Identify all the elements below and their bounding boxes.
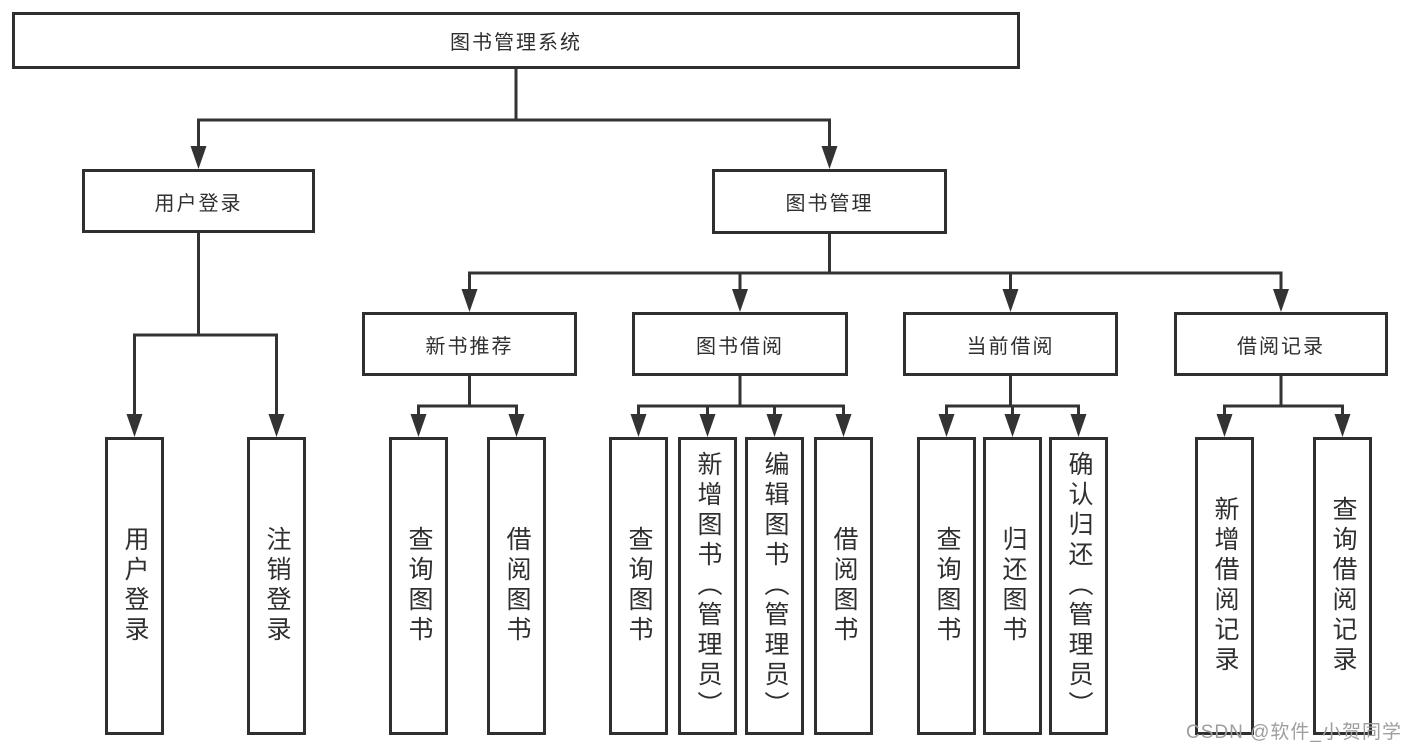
leaf-records-add-borrow-record: 新增借阅记录	[1195, 437, 1254, 735]
leaf-user-login: 用户登录	[105, 437, 164, 735]
node-label: 用户登录	[154, 192, 243, 215]
leaf-label: 查询图书	[625, 526, 653, 646]
leaf-label: 用户登录	[121, 526, 149, 646]
connector-paths	[133, 67, 1344, 420]
node-label: 新书推荐	[425, 335, 514, 358]
leaf-label: 归还图书	[999, 526, 1027, 646]
node-label: 借阅记录	[1237, 335, 1325, 358]
node-label: 图书管理系统	[450, 32, 582, 54]
leaf-records-query-borrow-record: 查询借阅记录	[1313, 437, 1372, 735]
node-current-borrowing: 当前借阅	[903, 312, 1118, 376]
leaf-label: 新增借阅记录	[1211, 496, 1239, 676]
node-label: 当前借阅	[966, 335, 1055, 358]
node-book-management: 图书管理	[712, 169, 947, 234]
leaf-recommend-borrow-books: 借阅图书	[487, 437, 546, 735]
leaf-borrowing-borrow-books: 借阅图书	[814, 437, 873, 735]
leaf-current-confirm-return-admin: 确认归还（管理员）	[1049, 437, 1108, 735]
leaf-recommend-query-books: 查询图书	[389, 437, 448, 735]
watermark: CSDN @软件_小贺同学	[1186, 722, 1402, 743]
leaf-label: 查询借阅记录	[1329, 496, 1357, 676]
leaf-label: 注销登录	[263, 526, 291, 646]
node-book-borrowing: 图书借阅	[632, 312, 848, 376]
node-new-book-recommendation: 新书推荐	[362, 312, 577, 376]
leaf-label: 查询图书	[405, 526, 433, 646]
leaf-label: 借阅图书	[830, 526, 858, 646]
leaf-current-return-books: 归还图书	[983, 437, 1042, 735]
node-borrowing-records: 借阅记录	[1174, 312, 1388, 376]
leaf-borrowing-query-books: 查询图书	[609, 437, 668, 735]
node-root: 图书管理系统	[12, 12, 1020, 69]
leaf-current-query-books: 查询图书	[917, 437, 976, 735]
node-label: 图书借阅	[696, 335, 784, 358]
arrowheads	[126, 146, 1351, 437]
leaf-logout: 注销登录	[247, 437, 306, 735]
leaf-label: 查询图书	[933, 526, 961, 646]
leaf-label: 借阅图书	[503, 526, 531, 646]
leaf-label: 新增图书（管理员）	[694, 451, 722, 721]
node-label: 图书管理	[785, 193, 874, 215]
leaf-borrowing-add-books-admin: 新增图书（管理员）	[678, 437, 737, 735]
leaf-borrowing-edit-books-admin: 编辑图书（管理员）	[745, 437, 804, 735]
node-user-login: 用户登录	[82, 169, 315, 233]
leaf-label: 确认归还（管理员）	[1065, 451, 1093, 721]
leaf-label: 编辑图书（管理员）	[761, 451, 789, 721]
